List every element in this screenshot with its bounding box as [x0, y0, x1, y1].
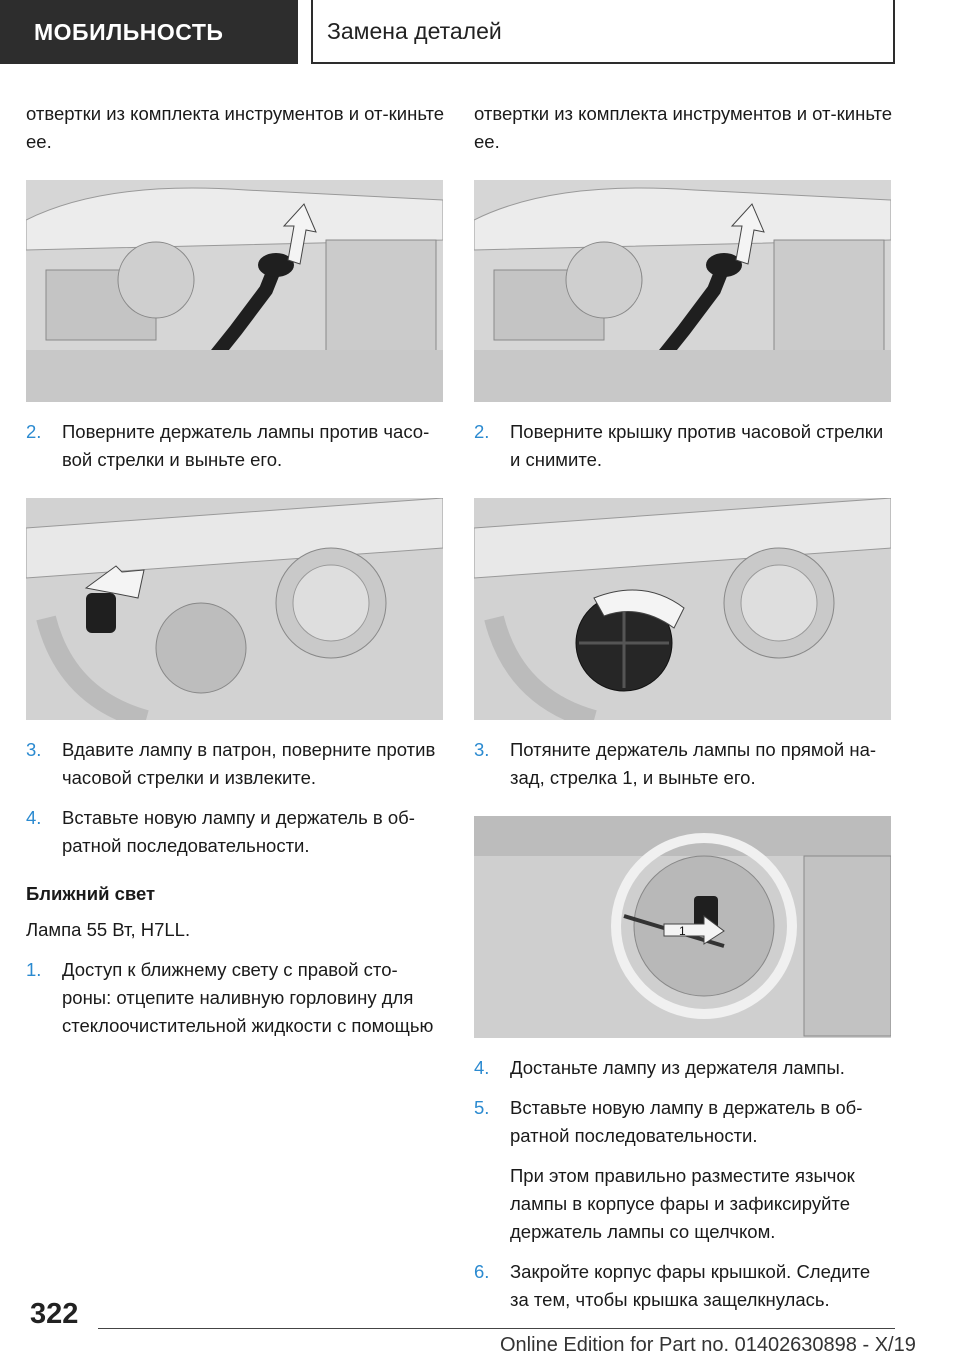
step-text: Закройте корпус фары крышкой. Следите за… [510, 1261, 871, 1310]
arrow-label: 1 [679, 924, 686, 938]
list-item: 4. Достаньте лампу из держателя лампы. [474, 1054, 894, 1082]
step-text: Вдавите лампу в патрон, поверните против… [62, 739, 436, 788]
step-number: 2. [474, 421, 490, 442]
right-steps-a: 2. Поверните крышку против часовой стрел… [474, 418, 894, 474]
step-number: 6. [474, 1261, 490, 1282]
left-column: отвертки из комплекта инструментов и от-… [26, 100, 446, 1052]
step-text: Доступ к ближнему свету с правой сто-рон… [62, 959, 434, 1036]
list-item: 1. Доступ к ближнему свету с правой сто-… [26, 956, 446, 1040]
left-steps-a: 2. Поверните держатель лампы против часо… [26, 418, 446, 474]
step-text: Потяните держатель лампы по прямой на-за… [510, 739, 877, 788]
left-intro-text: отвертки из комплекта инструментов и от-… [26, 103, 445, 152]
footer-divider [98, 1328, 895, 1329]
headlamp-figure-2 [26, 498, 443, 720]
list-item: 5. Вставьте новую лампу в держатель в об… [474, 1094, 894, 1150]
headlamp-figure-5: 1 [474, 816, 891, 1038]
step-number: 3. [474, 739, 490, 760]
step-number: 3. [26, 739, 42, 760]
right-intro-text: отвертки из комплекта инструментов и от-… [474, 103, 893, 152]
note-text: При этом правильно разместите язычок лам… [510, 1165, 855, 1242]
headlamp-figure-4 [474, 498, 891, 720]
left-steps-b: 3. Вдавите лампу в патрон, поверните про… [26, 736, 446, 860]
right-steps-c: 4. Достаньте лампу из держателя лампы. 5… [474, 1054, 894, 1150]
step-text: Достаньте лампу из держателя лампы. [510, 1057, 845, 1078]
footer-edition: Online Edition for Part no. 01402630898 … [500, 1334, 916, 1356]
step-number: 1. [26, 959, 42, 980]
step-text: Поверните крышку против часовой стрелки … [510, 421, 884, 470]
right-column: отвертки из комплекта инструментов и от-… [474, 100, 894, 1326]
step-text: Вставьте новую лампу и держатель в об-ра… [62, 807, 415, 856]
list-item: 2. Поверните крышку против часовой стрел… [474, 418, 894, 474]
page-number: 322 [30, 1298, 79, 1330]
right-steps-d: 6. Закройте корпус фары крышкой. Следите… [474, 1258, 894, 1314]
list-item: 2. Поверните держатель лампы против часо… [26, 418, 446, 474]
left-steps-c: 1. Доступ к ближнему свету с правой сто-… [26, 956, 446, 1040]
headlamp-figure-1 [26, 180, 443, 402]
section-heading: Ближний свет [26, 883, 156, 904]
step-text: Поверните держатель лампы против часо-во… [62, 421, 430, 470]
list-item: 3. Вдавите лампу в патрон, поверните про… [26, 736, 446, 792]
right-steps-b: 3. Потяните держатель лампы по прямой на… [474, 736, 894, 792]
step-number: 4. [26, 807, 42, 828]
page-title: Замена деталей [311, 0, 895, 64]
step-number: 2. [26, 421, 42, 442]
step-number: 5. [474, 1097, 490, 1118]
headlamp-figure-3 [474, 180, 891, 402]
step-number: 4. [474, 1057, 490, 1078]
section-tab: МОБИЛЬНОСТЬ [0, 0, 298, 64]
list-item: 3. Потяните держатель лампы по прямой на… [474, 736, 894, 792]
list-item: 6. Закройте корпус фары крышкой. Следите… [474, 1258, 894, 1314]
lamp-spec: Лампа 55 Вт, H7LL. [26, 919, 191, 940]
list-item: 4. Вставьте новую лампу и держатель в об… [26, 804, 446, 860]
step-text: Вставьте новую лампу в держатель в об-ра… [510, 1097, 863, 1146]
